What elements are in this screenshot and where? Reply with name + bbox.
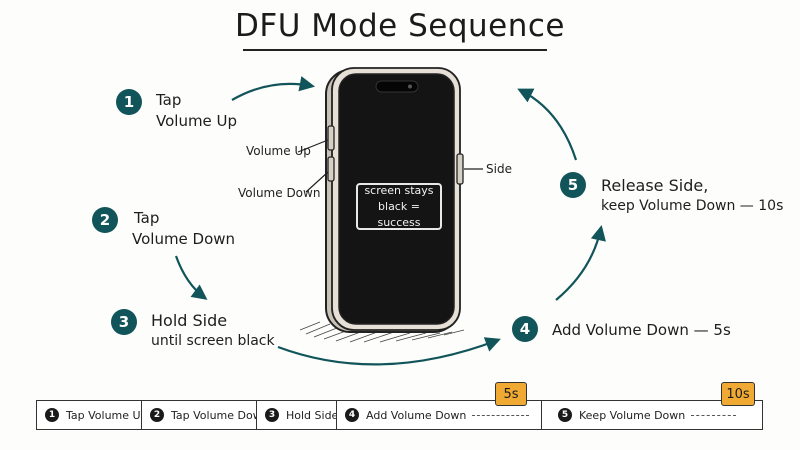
- side-button-label: Side: [486, 162, 512, 176]
- step-1-badge: 1: [116, 89, 142, 115]
- timeline-badge-3: 3: [265, 408, 279, 422]
- page-title: DFU Mode Sequence: [235, 8, 565, 44]
- timeline-bar: 1 Tap Volume Up 2 Tap Volume Down 3 Hold…: [36, 400, 763, 430]
- timeline-segment-5: 5 Keep Volume Down: [542, 401, 762, 429]
- timeline-badge-2: 2: [150, 408, 164, 422]
- step-5-line-2: keep Volume Down — 10s: [601, 198, 784, 214]
- screen-note: screen stays black = success: [356, 183, 442, 230]
- arrow-2-to-3: [174, 255, 208, 300]
- step-3-badge: 3: [111, 309, 137, 335]
- volume-down-leader: [305, 171, 329, 193]
- marker-10s-tag: 10s: [721, 382, 755, 406]
- arrow-4-to-5: [555, 224, 606, 301]
- timeline-label-5: Keep Volume Down: [579, 408, 686, 422]
- step-3-line-1: Hold Side: [151, 311, 228, 330]
- arrow-1-to-phone: [231, 76, 316, 101]
- volume-up-label: Volume Up: [246, 144, 311, 158]
- volume-up-leader: [297, 139, 329, 153]
- timeline-label-4: Add Volume Down: [366, 408, 467, 422]
- timeline-segment-4: 4 Add Volume Down: [337, 401, 542, 429]
- step-4-line-1: Add Volume Down — 5s: [552, 321, 731, 339]
- timeline-dash-4: [472, 414, 529, 416]
- step-5-badge: 5: [560, 172, 586, 198]
- volume-down-label: Volume Down: [238, 186, 321, 200]
- timeline-label-1: Tap Volume Up: [66, 408, 142, 422]
- step-3-line-2: until screen black: [151, 333, 275, 349]
- timeline-badge-1: 1: [45, 408, 59, 422]
- timeline-label-3: Hold Side: [286, 408, 337, 422]
- step-3-text: Hold Side until screen black: [151, 310, 275, 352]
- screen-note-line-1: screen stays: [364, 183, 434, 197]
- arrow-3-to-4: [277, 337, 501, 366]
- timeline-segment-3: 3 Hold Side: [257, 401, 337, 429]
- timeline-badge-5: 5: [558, 408, 572, 422]
- step-5-line-1: Release Side,: [601, 176, 709, 195]
- timeline-segment-1: 1 Tap Volume Up: [37, 401, 142, 429]
- arrow-5-to-phone: [517, 88, 578, 161]
- step-1-line-2: Volume Up: [156, 112, 238, 130]
- timeline-dash-5: [691, 414, 736, 416]
- step-4-badge: 4: [512, 316, 538, 342]
- step-2-line-2: Volume Down: [132, 230, 236, 248]
- screen-note-line-2: black = success: [377, 199, 421, 229]
- marker-5s-tag: 5s: [495, 382, 527, 406]
- step-1-text: Tap Volume Up: [156, 90, 237, 132]
- timeline-segment-2: 2 Tap Volume Down: [142, 401, 257, 429]
- step-2-badge: 2: [92, 207, 118, 233]
- timeline-label-2: Tap Volume Down: [171, 408, 256, 422]
- step-1-line-1: Tap: [156, 91, 182, 109]
- step-5-text: Release Side, keep Volume Down — 10s: [601, 175, 783, 217]
- step-4-text: Add Volume Down — 5s: [552, 320, 731, 341]
- step-2-line-1: Tap: [134, 209, 160, 227]
- timeline-badge-4: 4: [345, 408, 359, 422]
- title-underline: [243, 49, 547, 51]
- step-2-text: Tap Volume Down: [132, 208, 235, 250]
